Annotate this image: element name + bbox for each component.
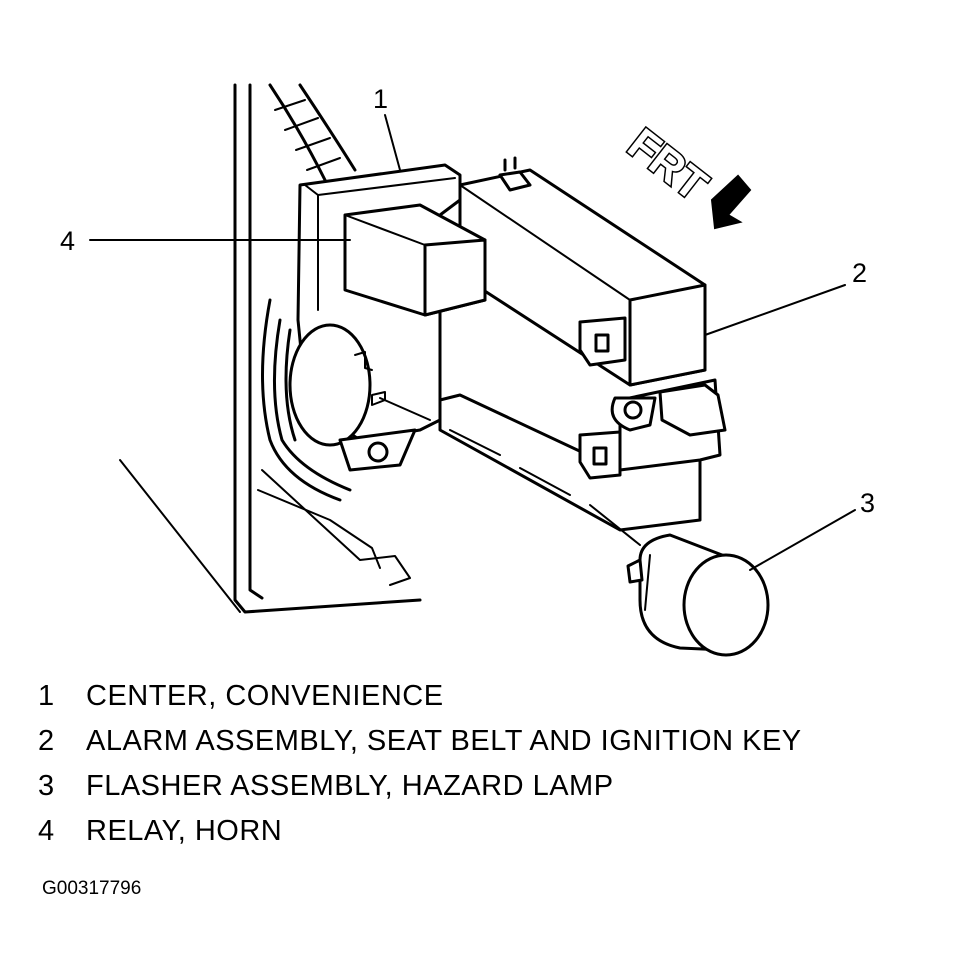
callout-number-4: 4 bbox=[60, 226, 75, 256]
leader-line-1 bbox=[384, 114, 401, 171]
leader-line-2 bbox=[704, 284, 846, 336]
legend-number: 3 bbox=[38, 770, 55, 802]
legend-text: ALARM ASSEMBLY, SEAT BELT AND IGNITION K… bbox=[86, 725, 802, 757]
legend-text: CENTER, CONVENIENCE bbox=[86, 680, 444, 712]
front-arrow-icon bbox=[710, 174, 752, 230]
callout-number-1: 1 bbox=[373, 84, 388, 114]
trim-hatching bbox=[268, 83, 357, 182]
leader-lines bbox=[89, 114, 856, 571]
wire-harness bbox=[261, 298, 352, 502]
callout-legend: 1 CENTER, CONVENIENCE 2 ALARM ASSEMBLY, SE… bbox=[38, 680, 802, 860]
front-direction-indicator: FRT bbox=[617, 118, 752, 230]
legend-item: 2 ALARM ASSEMBLY, SEAT BELT AND IGNITION … bbox=[38, 725, 802, 770]
legend-item: 1 CENTER, CONVENIENCE bbox=[38, 680, 802, 725]
legend-number: 4 bbox=[38, 815, 55, 847]
callout-number-2: 2 bbox=[852, 258, 867, 288]
legend-item: 4 RELAY, HORN bbox=[38, 815, 802, 860]
legend-text: FLASHER ASSEMBLY, HAZARD LAMP bbox=[86, 770, 614, 802]
callout-number-3: 3 bbox=[860, 488, 875, 518]
legend-number: 2 bbox=[38, 725, 55, 757]
front-label: FRT bbox=[619, 119, 717, 210]
figure-code: G00317796 bbox=[42, 878, 142, 899]
legend-text: RELAY, HORN bbox=[86, 815, 283, 847]
legend-item: 3 FLASHER ASSEMBLY, HAZARD LAMP bbox=[38, 770, 802, 815]
horn-relay bbox=[343, 203, 487, 317]
leader-line-3 bbox=[749, 509, 856, 571]
legend-number: 1 bbox=[38, 680, 55, 712]
body-panel bbox=[119, 83, 422, 614]
hazard-flasher bbox=[379, 397, 770, 657]
lower-module bbox=[438, 378, 727, 532]
